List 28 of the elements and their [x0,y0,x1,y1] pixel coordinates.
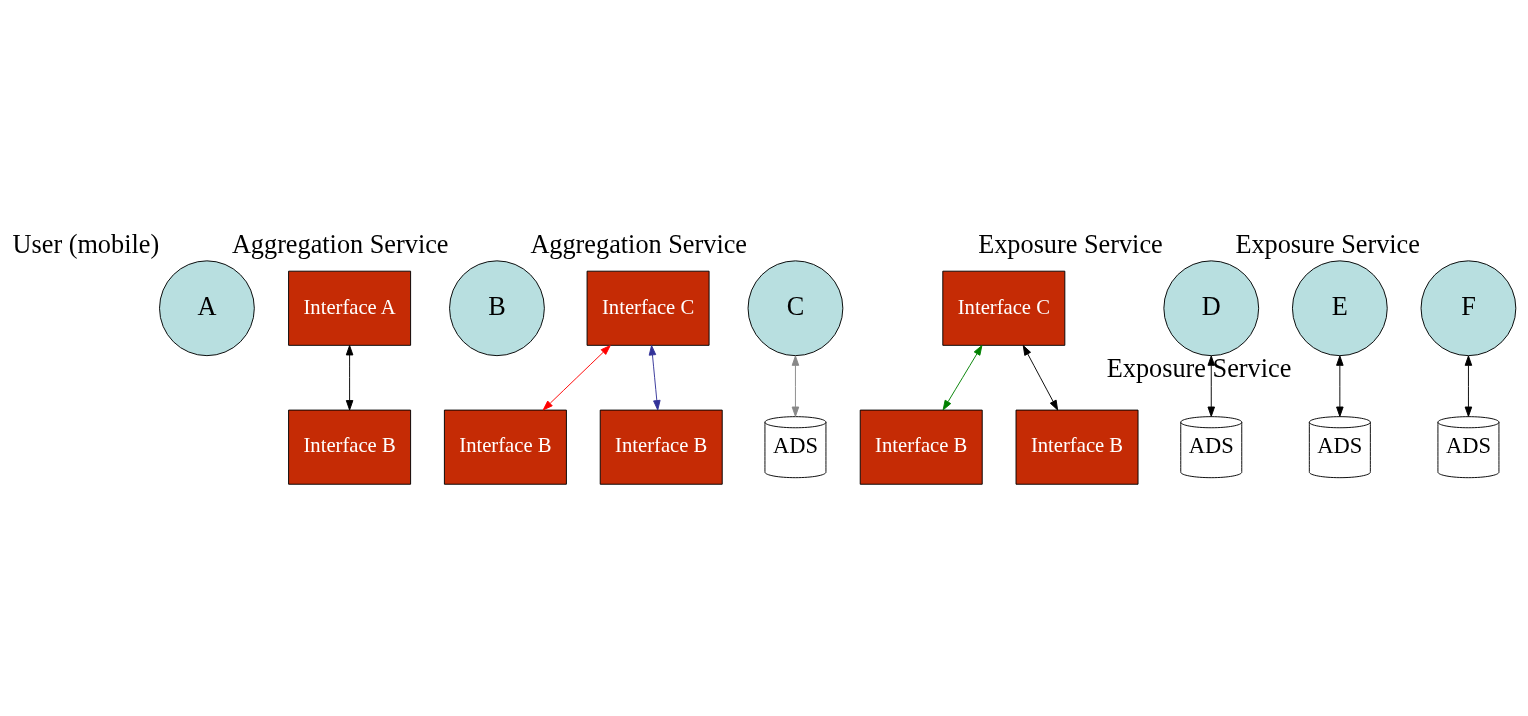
node-box: Interface B [859,409,983,485]
node-label: Exposure Service [1235,229,1420,259]
node-circle: C [747,260,844,357]
arrow [791,355,800,417]
node-circle: F [1420,260,1517,357]
node-box: Interface C [586,270,710,346]
node-label: Aggregation Service [231,229,449,259]
node-circle: D [1163,260,1260,357]
node-box: Interface B [443,409,567,485]
node-label: Exposure Service [978,229,1163,259]
arrow [345,345,354,411]
arrow [1207,355,1215,417]
node-box: Interface B [1015,409,1139,485]
arrow [1464,355,1473,417]
node-label: User (mobile) [12,229,160,259]
arrow [542,345,611,411]
node-label: Aggregation Service [530,229,748,259]
node-box: Interface B [599,409,723,485]
node-box: Interface B [288,409,412,485]
node-circle: E [1292,260,1388,357]
arrow [942,345,983,411]
node-circle: A [159,260,255,357]
node-box: Interface C [942,270,1066,346]
node-box: Interface A [288,270,412,346]
node-circle: B [449,260,545,357]
arrow [1336,355,1344,417]
arrow [648,345,661,411]
arrow [1022,345,1059,411]
